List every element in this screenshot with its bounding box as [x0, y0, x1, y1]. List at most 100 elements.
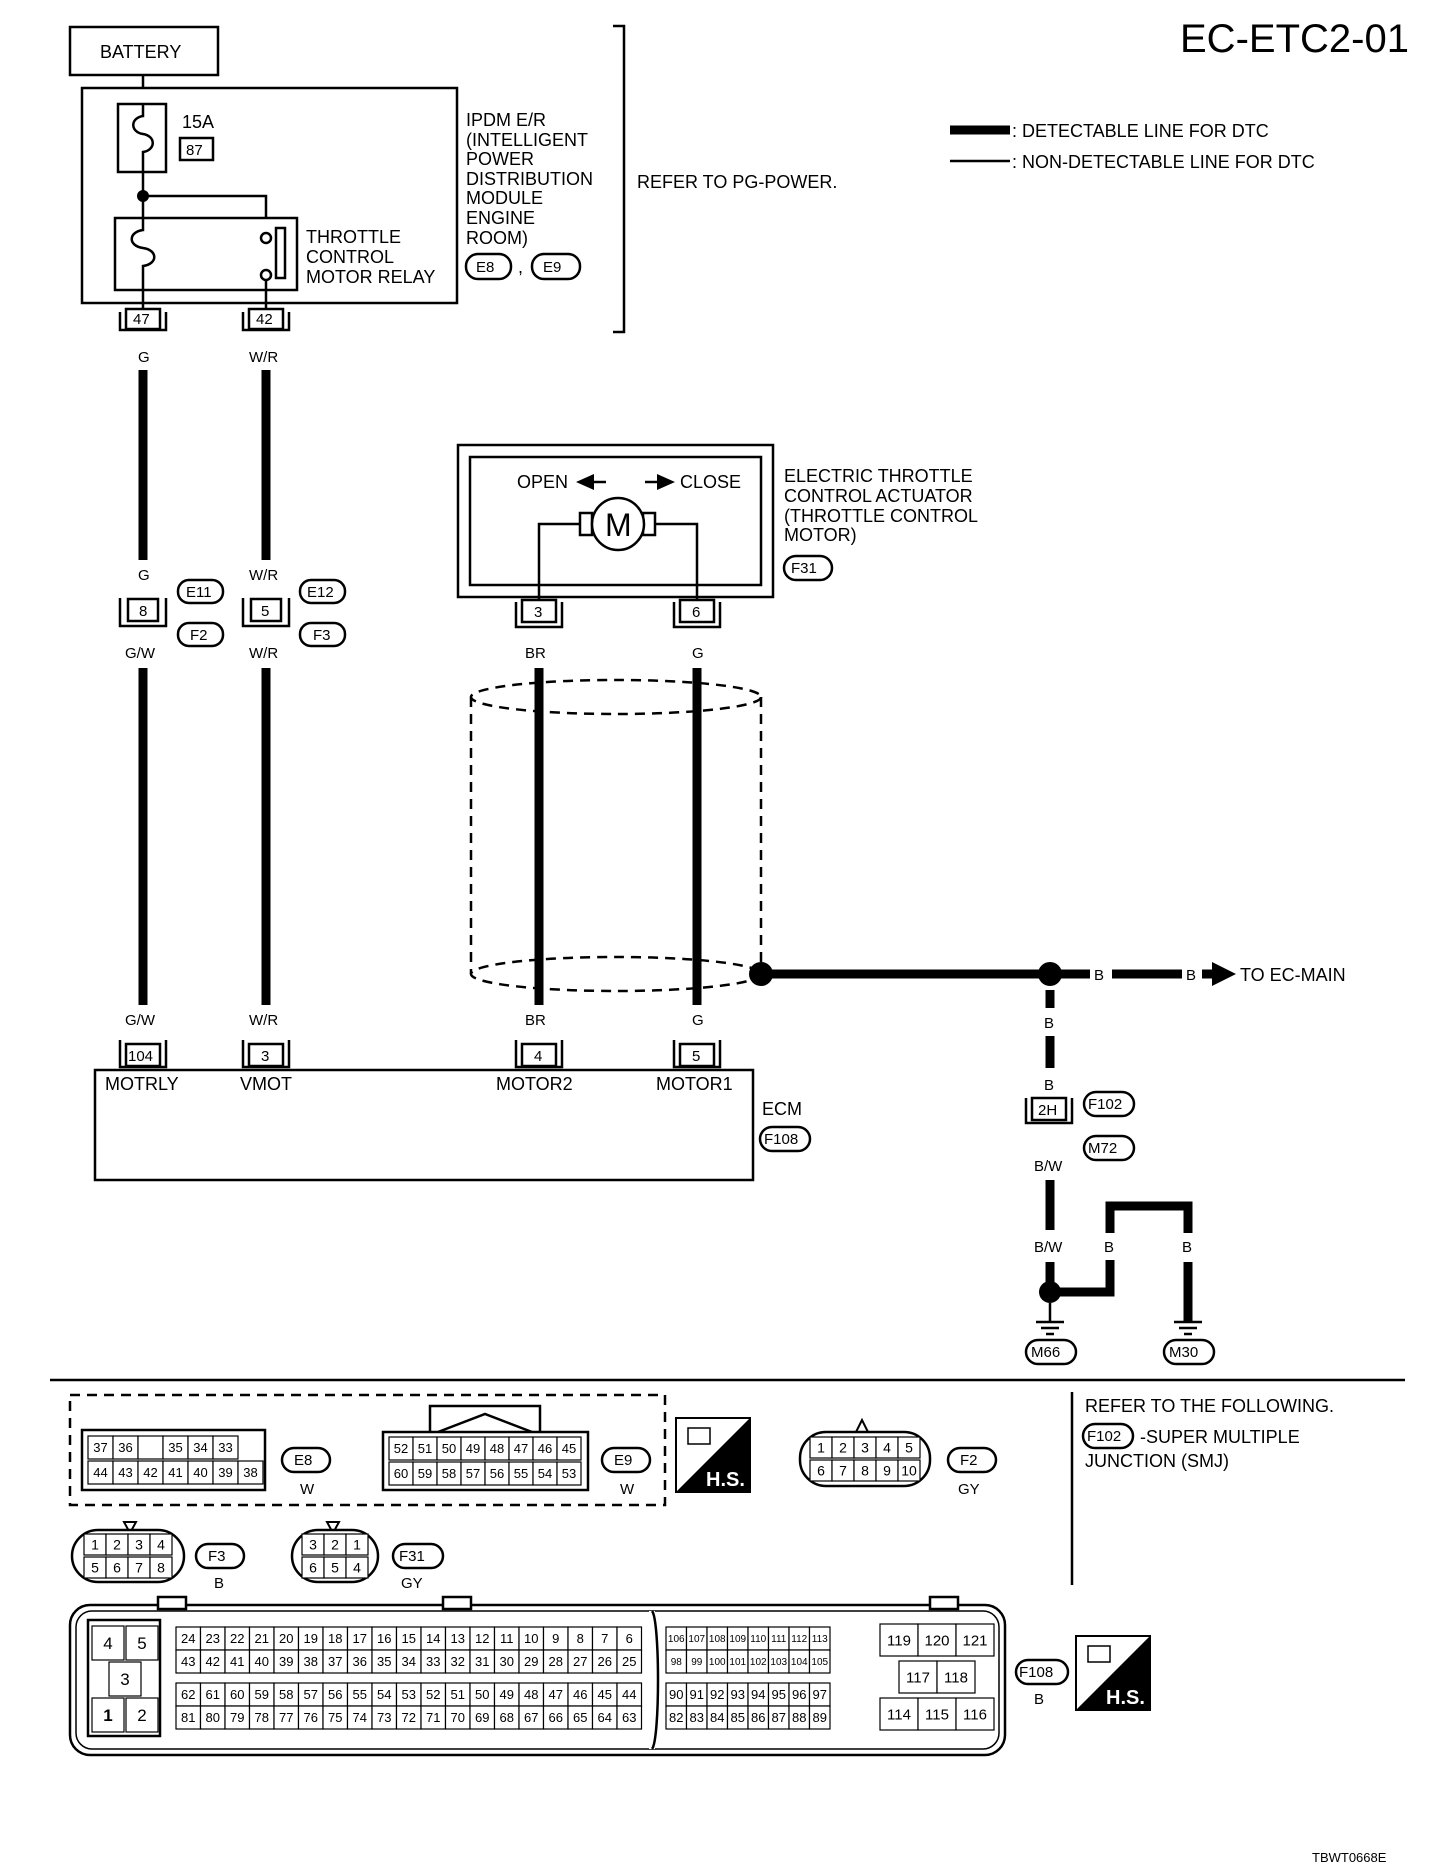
- conn-e12: E12: [307, 584, 334, 601]
- actuator-conn-f31: F31: [791, 560, 817, 577]
- connector-pin-number: 38: [243, 1465, 257, 1480]
- connector-pin-number: 8: [157, 1560, 165, 1576]
- connector-pin-number: 58: [442, 1466, 456, 1481]
- legend-non-detectable: : NON-DETECTABLE LINE FOR DTC: [1012, 152, 1315, 172]
- motor-icon: [590, 496, 646, 552]
- e8-e9-region: [68, 1393, 667, 1507]
- ecm-pin-name-motrly: MOTRLY: [105, 1074, 179, 1094]
- connector-pin-number: 7: [135, 1560, 143, 1576]
- connector-pin-number: 53: [562, 1466, 576, 1481]
- connector-cavity: [237, 1460, 264, 1485]
- to-ec-main: TO EC-MAIN: [1240, 965, 1346, 985]
- wire-b-4: B: [1044, 1077, 1054, 1094]
- connector-pin-number: 52: [394, 1441, 408, 1456]
- hs-icon: H.S.: [675, 1417, 751, 1493]
- connector-pin-number: 93: [731, 1687, 745, 1702]
- connector-pin-number: 33: [426, 1654, 440, 1669]
- connector-pin-number: 2: [113, 1537, 121, 1553]
- connector-pin-number: 51: [451, 1687, 465, 1702]
- wire-bw-1: B/W: [1034, 1158, 1063, 1175]
- actuator-label: ELECTRIC THROTTLE: [784, 466, 973, 486]
- relay-label-3: MOTOR RELAY: [306, 267, 435, 287]
- shield-bottom: [469, 955, 763, 993]
- connector-pin-number: 14: [426, 1631, 440, 1646]
- connector-pin-number: 29: [524, 1654, 538, 1669]
- connector-pin-number: 49: [466, 1441, 480, 1456]
- wire-g-mid: G: [138, 567, 150, 584]
- connector-pin-number: 16: [377, 1631, 391, 1646]
- ecm-pin-4: 4: [534, 1048, 542, 1065]
- connector-pin-number: 6: [113, 1560, 121, 1576]
- connector-pin-number: 6: [309, 1560, 317, 1576]
- actuator-pin-3: 3: [534, 604, 542, 621]
- wire-b-5: B: [1104, 1239, 1114, 1256]
- connector-pin-number: 59: [418, 1466, 432, 1481]
- connector-pin-number: 98: [671, 1657, 683, 1668]
- connector-cavity: [897, 1436, 921, 1459]
- connector-pin-number: 42: [206, 1654, 220, 1669]
- connector-pin-number: 89: [813, 1710, 827, 1725]
- connector-pin-number: 2: [331, 1537, 339, 1553]
- connector-cavity: [936, 1660, 976, 1694]
- connector-pin-number: 33: [218, 1440, 232, 1455]
- connector-pin-number: 78: [255, 1710, 269, 1725]
- connector-pin-number: 4: [157, 1537, 165, 1553]
- connector-cavity: [91, 1625, 125, 1661]
- connector-pin-number: 1: [103, 1706, 112, 1725]
- relay-label-2: CONTROL: [306, 247, 394, 267]
- connector-pin-number: 94: [751, 1687, 765, 1702]
- ipdm-label: IPDM E/R (INTELLIGENT POWER DISTRIBUTION…: [466, 110, 593, 248]
- connector-pin-number: 108: [709, 1634, 726, 1645]
- connector-pin-number: 120: [924, 1632, 949, 1649]
- shield-top: [469, 678, 763, 716]
- connector-pin-number: 1: [353, 1537, 361, 1553]
- connector-cavity: [955, 1697, 995, 1731]
- arrow-right-icon: [1212, 962, 1236, 986]
- connector-pin-number: 38: [304, 1654, 318, 1669]
- fuse-rating: 15A: [182, 112, 214, 132]
- connector-pin-number: 5: [905, 1440, 913, 1456]
- connector-pin-number: 69: [475, 1710, 489, 1725]
- connector-pin-number: 57: [466, 1466, 480, 1481]
- open-arrow-icon: [576, 474, 594, 490]
- connector-pin-number: 43: [181, 1654, 195, 1669]
- f3-label: F3: [208, 1548, 226, 1565]
- conn-f2: F2: [190, 627, 208, 644]
- wire-bw-2: B/W: [1034, 1239, 1063, 1256]
- connector-cavity: [125, 1697, 159, 1733]
- connector-pin-number: 116: [963, 1706, 987, 1723]
- refer-desc-1: -SUPER MULTIPLE: [1140, 1427, 1300, 1447]
- connector-pin-number: 50: [442, 1441, 456, 1456]
- connector-cavity: [917, 1623, 957, 1657]
- e9-color: W: [620, 1481, 635, 1498]
- smj-pin-2h: 2H: [1038, 1102, 1057, 1119]
- connector-pin-number: 13: [451, 1631, 465, 1646]
- connector-cavity: [897, 1459, 921, 1482]
- ipdm-line: (INTELLIGENT: [466, 130, 588, 150]
- connector-pin-number: 77: [279, 1710, 293, 1725]
- fuse-icon: [132, 104, 154, 172]
- ecm-pin-name-motor2: MOTOR2: [496, 1074, 573, 1094]
- connector-pin-number: 112: [791, 1634, 807, 1645]
- relay-switch-icon: [274, 226, 287, 280]
- legend: : DETECTABLE LINE FOR DTC : NON-DETECTAB…: [950, 121, 1315, 172]
- connector-pin-number: 43: [118, 1465, 132, 1480]
- ecm-pin-5: 5: [692, 1048, 700, 1065]
- connector-pin-number: 9: [552, 1631, 559, 1646]
- connector-pin-number: 97: [813, 1687, 827, 1702]
- connector-cavity: [898, 1660, 938, 1694]
- ipdm-line: MODULE: [466, 188, 543, 208]
- connector-pin-number: 24: [181, 1631, 195, 1646]
- connector-pin-number: 9: [883, 1463, 891, 1479]
- connector-cavity: [91, 1697, 125, 1733]
- connector-pin-number: 52: [426, 1687, 440, 1702]
- connector-pin-number: 55: [514, 1466, 528, 1481]
- connector-pin-number: 106: [668, 1634, 685, 1645]
- connector-pin-number: 34: [193, 1440, 207, 1455]
- ecm-pin-3: 3: [261, 1048, 269, 1065]
- wire-gw-mid: G/W: [125, 645, 156, 662]
- connector-pin-number: 47: [514, 1441, 528, 1456]
- connector-cavity: [808, 1649, 831, 1674]
